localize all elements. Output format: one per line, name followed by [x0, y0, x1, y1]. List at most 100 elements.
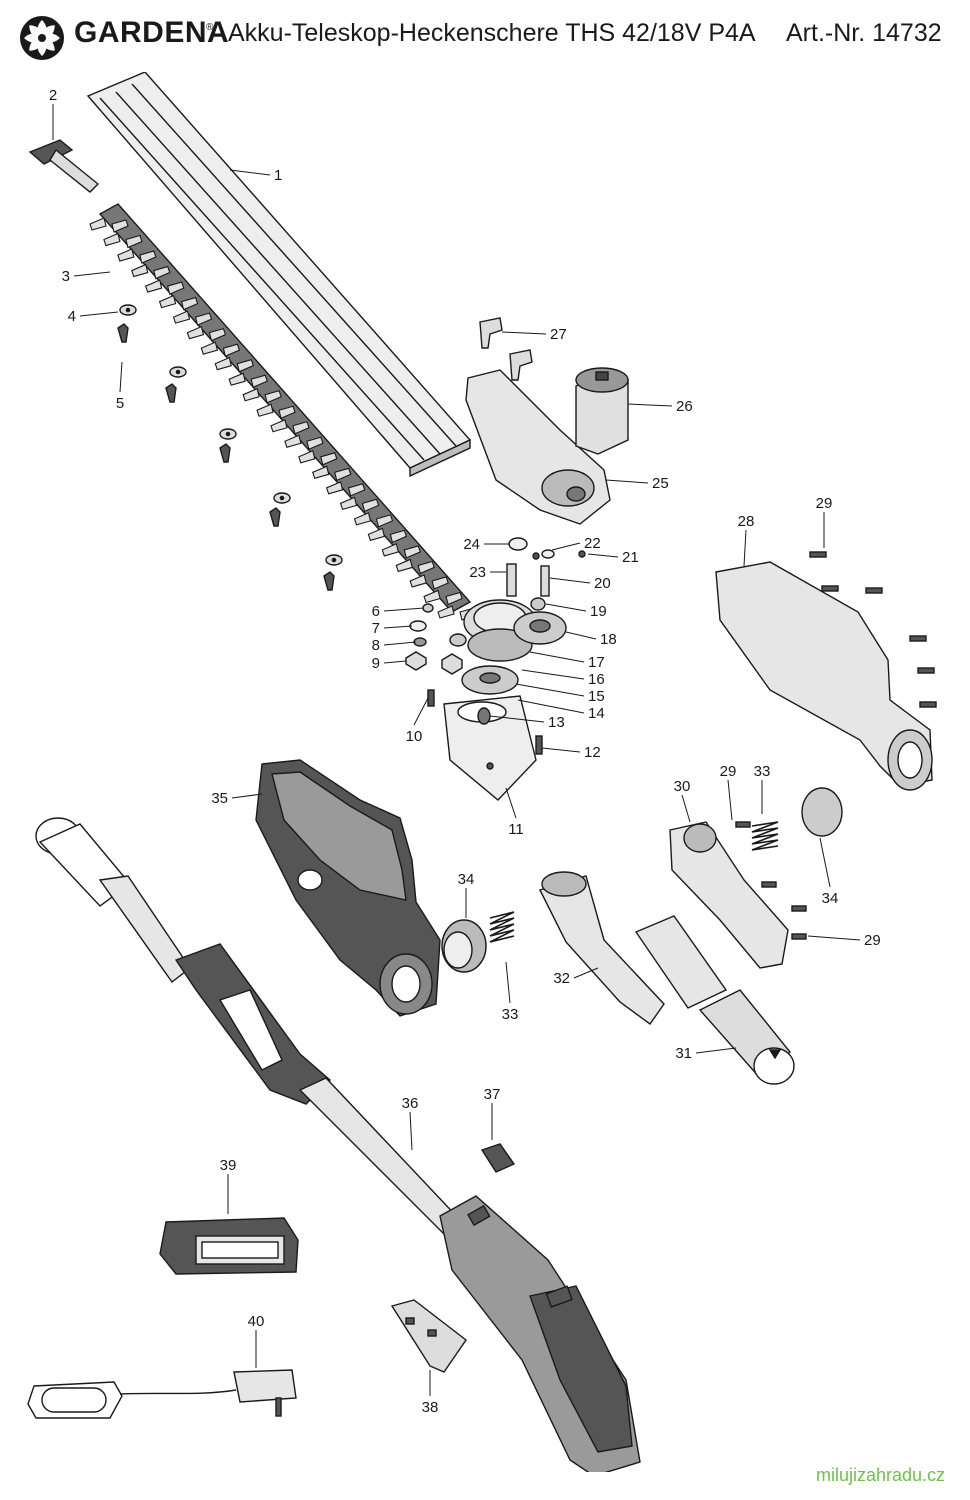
blade-tooth [242, 387, 260, 402]
blade-tooth [180, 296, 199, 311]
part-blade-guard [86, 72, 472, 478]
part-label-p38: 38 [422, 1399, 439, 1416]
part-label-p29a: 29 [816, 495, 833, 512]
part-label-p29c: 29 [864, 932, 881, 949]
part-label-p21: 21 [622, 549, 639, 566]
leader-line-p3 [73, 271, 111, 277]
leader-line-p18 [565, 631, 597, 640]
blade-tooth [361, 498, 380, 513]
blade-tooth [284, 434, 302, 448]
blade-tooth [417, 560, 435, 575]
blade-tooth [389, 529, 408, 544]
blade-tooth [334, 467, 352, 482]
blade-tooth [256, 403, 274, 417]
part-label-p39: 39 [220, 1157, 237, 1174]
blade-tooth [375, 514, 394, 528]
blade-tooth [186, 325, 205, 340]
part-label-p16: 16 [588, 671, 605, 688]
leader-line-p16 [521, 669, 585, 680]
part-label-p19: 19 [590, 603, 607, 620]
part-label-p31: 31 [675, 1045, 692, 1062]
leader-line-p27 [501, 331, 547, 335]
blade-tooth [194, 312, 213, 326]
header: GARDENA ® Akku-Teleskop-Heckenschere THS… [0, 0, 970, 72]
blade-tooth [250, 374, 268, 388]
part-label-p9: 9 [372, 655, 380, 672]
blade-tooth [339, 496, 358, 511]
blade-tooth [200, 341, 219, 355]
part-springs [489, 821, 779, 943]
leader-line-p34a [819, 837, 831, 888]
blade-tooth [236, 359, 254, 373]
part-label-p27: 27 [550, 326, 567, 343]
part-tube-end [634, 915, 795, 1085]
part-label-p12: 12 [584, 744, 601, 761]
article-number: Art.-Nr. 14732 [786, 19, 942, 47]
part-label-p14: 14 [588, 705, 605, 722]
part-gearbox-set [405, 537, 586, 801]
part-label-p35: 35 [211, 790, 228, 807]
part-label-p32: 32 [553, 970, 570, 987]
leader-line-p36 [409, 1111, 413, 1151]
blade-tooth [381, 543, 399, 557]
leader-line-p13 [489, 715, 545, 723]
part-label-p36: 36 [402, 1095, 419, 1112]
blade-tooth [445, 591, 463, 606]
leader-line-p14 [517, 699, 585, 714]
part-clip [28, 139, 100, 193]
blade-tooth [437, 605, 455, 619]
part-label-p7: 7 [372, 620, 380, 637]
leader-line-p15 [515, 683, 585, 697]
blade-tooth [423, 589, 441, 604]
part-label-p30: 30 [674, 778, 691, 795]
leader-line-p17 [529, 651, 585, 663]
part-label-p1: 1 [274, 167, 282, 184]
part-circuit-board [390, 1299, 467, 1373]
part-button [480, 1143, 516, 1173]
leader-line-p30 [681, 794, 691, 823]
leader-line-p11 [505, 787, 517, 819]
gardena-logo-icon [20, 16, 64, 60]
part-label-p26: 26 [676, 398, 693, 415]
blade-tooth [264, 390, 282, 404]
part-label-p17: 17 [588, 654, 605, 671]
blade-tooth [153, 265, 171, 280]
part-label-p15: 15 [588, 688, 605, 705]
leader-line-p29b [727, 779, 733, 821]
blade-tooth [103, 232, 121, 247]
blade-tooth [347, 483, 366, 497]
blade-tooth [403, 545, 422, 559]
part-label-p4: 4 [68, 308, 76, 325]
leader-line-p33b [505, 961, 511, 1004]
leader-line-p19 [545, 603, 587, 612]
part-motor [575, 367, 629, 455]
part-charger [27, 1369, 297, 1419]
blade-tooth [292, 421, 310, 435]
part-cutting-blade [89, 203, 477, 621]
leader-line-p12 [541, 747, 581, 753]
part-label-p2: 2 [49, 87, 57, 104]
part-label-p34b: 34 [458, 871, 475, 888]
blade-tooth [325, 481, 344, 495]
blade-tooth [353, 512, 372, 526]
blade-tooth [278, 405, 296, 419]
blade-tooth [228, 372, 246, 386]
blade-tooth [89, 217, 107, 231]
part-battery [159, 1217, 299, 1275]
part-label-p33a: 33 [754, 763, 771, 780]
leader-line-p31 [695, 1047, 737, 1054]
leader-line-p32 [573, 967, 599, 979]
leader-line-p5 [119, 361, 123, 393]
part-label-p20: 20 [594, 575, 611, 592]
part-label-p40: 40 [248, 1313, 265, 1330]
part-telescopic-pole [35, 817, 641, 1472]
leader-line-p29c [807, 935, 861, 941]
part-label-p33b: 33 [502, 1006, 519, 1023]
part-coupling-half [669, 821, 789, 969]
blade-tooth [131, 263, 149, 278]
part-label-p25: 25 [652, 475, 669, 492]
leader-line-p26 [627, 403, 673, 407]
part-coupling-tube [539, 871, 665, 1025]
part-label-p13: 13 [548, 714, 565, 731]
part-label-p23: 23 [469, 564, 486, 581]
